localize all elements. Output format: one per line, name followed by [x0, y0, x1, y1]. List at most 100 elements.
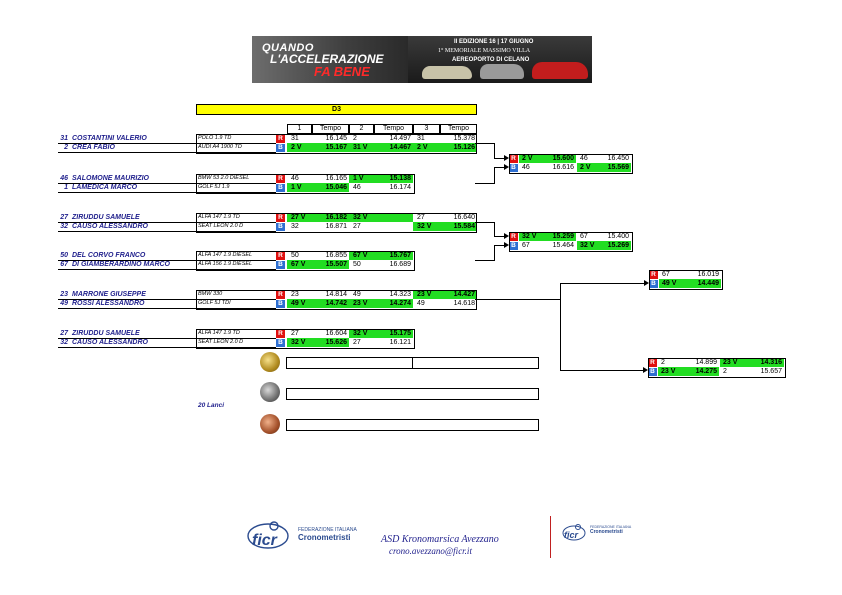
- lane-blue-badge: B: [276, 300, 285, 308]
- run-competitor: 1 V: [291, 183, 302, 192]
- run-competitor: 27: [353, 339, 361, 346]
- run-time: 16.019: [697, 271, 719, 278]
- run-competitor: 2: [661, 359, 665, 366]
- run-cell: [413, 222, 477, 231]
- competitor-number: 27: [60, 330, 68, 337]
- run-competitor: 2: [723, 368, 727, 375]
- asd-email[interactable]: crono.avezzano@ficr.it: [389, 546, 472, 556]
- arrow-right-icon: [504, 233, 509, 239]
- car-model: AUDI A4 1900 TD: [198, 144, 242, 150]
- car-model: BMW 330: [198, 291, 223, 297]
- run-cell: [287, 299, 349, 308]
- arrow-right-icon: [504, 242, 509, 248]
- run-time: 14.618: [453, 300, 475, 307]
- run-time: 16.450: [607, 155, 629, 162]
- match-box: [509, 154, 633, 174]
- banner-right: II EDIZIONE 16 | 17 GIUGNO 1° MEMORIALE …: [408, 36, 592, 83]
- row-underline: [58, 143, 276, 144]
- lane-red-badge: R: [649, 271, 658, 279]
- car-model: ALFA 156 1.9 DIESEL: [198, 261, 253, 267]
- competitor-number: 27: [60, 214, 68, 221]
- car-model: POLO 1.9 TD: [198, 135, 232, 141]
- row-underline: [58, 308, 276, 309]
- lane-blue-badge: B: [276, 339, 285, 347]
- runs-count: 20 Lanci: [198, 402, 225, 409]
- competitor-name: CAUSO ALESSANDRO: [72, 339, 148, 346]
- competitor-name: CAUSO ALESSANDRO: [72, 223, 148, 230]
- run-competitor: 49 V: [662, 279, 677, 288]
- competitor-name: ZIRUDDU SAMUELE: [72, 214, 140, 221]
- run-competitor: 49: [353, 291, 361, 298]
- bracket-line: [494, 167, 495, 183]
- run-time: 14.323: [389, 291, 411, 298]
- competitor-name: MARRONE GIUSEPPE: [72, 291, 146, 298]
- competitor-name: SALOMONE MAURIZIO: [72, 175, 149, 182]
- run-time: 15.626: [325, 339, 347, 346]
- car-model: ALFA 147 1.9 DIESEL: [198, 252, 253, 258]
- run-time: 16.174: [389, 184, 411, 191]
- header-run-2: 2: [349, 124, 374, 134]
- arrow-right-icon: [504, 155, 509, 161]
- run-time: 14.275: [695, 368, 717, 375]
- run-time: 15.138: [389, 175, 411, 182]
- run-competitor: 2 V: [417, 143, 428, 152]
- banner-edition: II EDIZIONE 16 | 17 GIUGNO: [454, 39, 534, 45]
- run-time: 16.640: [453, 214, 475, 221]
- competitor-name: ZIRUDDU SAMUELE: [72, 330, 140, 337]
- lane-red-badge: R: [509, 233, 518, 241]
- run-time: 15.464: [552, 242, 574, 249]
- run-competitor: 32 V: [353, 213, 368, 222]
- match-box: [196, 290, 477, 310]
- run-cell: [720, 358, 784, 367]
- match-box: [509, 232, 633, 252]
- match-box: [196, 251, 415, 271]
- car-model: SEAT LEON 2.0 D: [198, 223, 244, 229]
- run-cell: [287, 143, 349, 152]
- row-underline: [58, 192, 276, 193]
- run-cell: [519, 232, 576, 241]
- bracket-line: [475, 299, 560, 300]
- banner-airport: AEREOPORTO DI CELANO: [452, 57, 530, 63]
- arrow-right-icon: [504, 164, 509, 170]
- run-competitor: 2: [353, 135, 357, 142]
- bracket-line: [494, 245, 504, 246]
- arrow-right-icon: [644, 280, 649, 286]
- federation-small-name: Cronometristi: [590, 529, 623, 535]
- run-competitor: 32 V: [353, 329, 368, 338]
- run-time: 14.899: [695, 359, 717, 366]
- competitor-name: ROSSI ALESSANDRO: [72, 300, 145, 307]
- lane-red-badge: R: [276, 214, 285, 222]
- run-competitor: 2 V: [291, 143, 302, 152]
- run-competitor: 31: [417, 135, 425, 142]
- run-competitor: 46: [291, 175, 299, 182]
- run-time: 14.814: [325, 291, 347, 298]
- run-competitor: 27: [353, 223, 361, 230]
- competitor-name: DEL CORVO FRANCO: [72, 252, 146, 259]
- row-underline: [58, 222, 276, 223]
- run-time: 16.182: [325, 214, 347, 221]
- car-image: [532, 62, 588, 79]
- competitor-number: 2: [64, 144, 68, 151]
- run-time: 16.855: [325, 252, 347, 259]
- run-time: 15.175: [389, 330, 411, 337]
- bracket-line: [494, 236, 504, 237]
- bracket-line: [494, 167, 504, 168]
- run-competitor: 2 V: [522, 154, 533, 163]
- run-time: 14.316: [760, 359, 782, 366]
- run-time: 15.378: [453, 135, 475, 142]
- event-banner: QUANDO L'ACCELERAZIONE FA BENE II EDIZIO…: [252, 36, 592, 83]
- run-time: 15.600: [552, 155, 574, 162]
- run-competitor: 32 V: [580, 241, 595, 250]
- banner-left: QUANDO L'ACCELERAZIONE FA BENE: [252, 36, 408, 83]
- row-underline: [58, 260, 276, 261]
- banner-line3: FA BENE: [314, 64, 370, 79]
- run-cell: [658, 367, 719, 376]
- run-cell: [577, 241, 631, 250]
- arrow-right-icon: [643, 367, 648, 373]
- run-competitor: 67: [522, 242, 530, 249]
- run-time: 15.400: [607, 233, 629, 240]
- bracket-line: [475, 143, 495, 144]
- lane-red-badge: R: [276, 291, 285, 299]
- car-model: ALFA 147 1.9 TD: [198, 214, 240, 220]
- lane-red-badge: R: [276, 175, 285, 183]
